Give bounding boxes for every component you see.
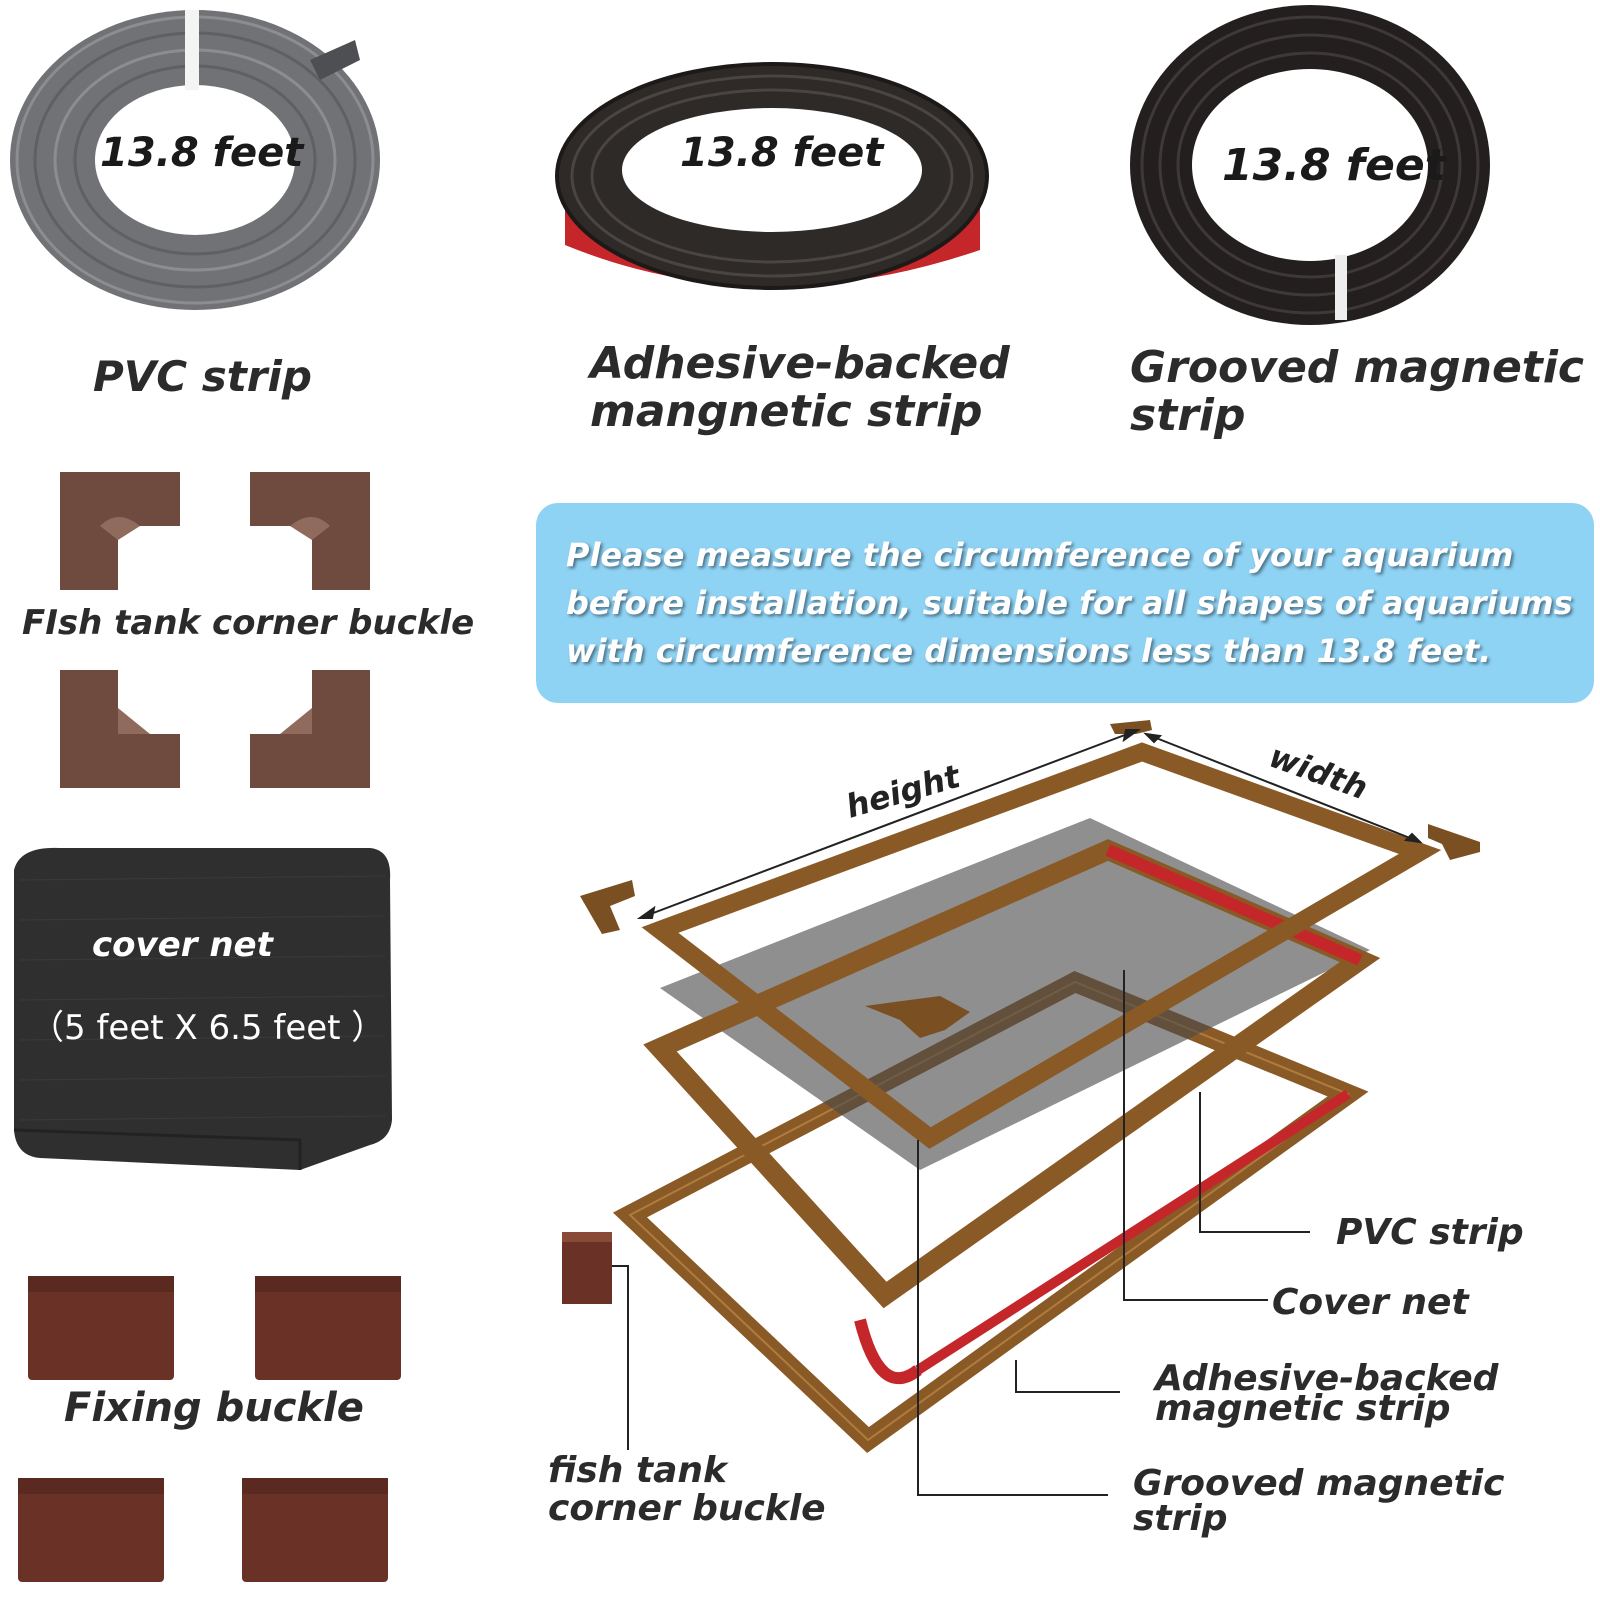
pvc-strip-label: PVC strip: [93, 352, 312, 401]
cover-net-size: （5 feet X 6.5 feet ）: [30, 1008, 386, 1048]
net-leader: [1123, 970, 1268, 1301]
fixing-buckle-label: Fixing buckle: [64, 1385, 364, 1431]
loose-corner-buckle-top: [562, 1232, 612, 1242]
fixing-buckles-illustration: [18, 1276, 401, 1582]
callout-pvc-strip: PVC strip: [1336, 1212, 1524, 1253]
fixing-buckle-3: [18, 1478, 164, 1582]
width-arrow-start: [1143, 732, 1163, 744]
diagram-corner-top: [1110, 720, 1152, 734]
cover-net-label: cover net: [92, 925, 273, 965]
fixing-buckle-2: [255, 1276, 401, 1380]
cover-net-illustration: [13, 847, 392, 1170]
corner-leader: [612, 1265, 629, 1450]
diagram-corner-buckles: [580, 720, 1480, 1038]
corner-buckle-bottom-right: [250, 670, 370, 788]
pvc-leader: [1199, 1092, 1310, 1233]
callout-corner-line1: fish tank: [548, 1450, 727, 1491]
width-dimension-line: [1145, 733, 1421, 843]
corner-buckle-label: FIsh tank corner buckle: [22, 603, 475, 643]
diagram-corner-center: [865, 996, 970, 1038]
callout-grooved-line2: strip: [1133, 1498, 1228, 1539]
adhesive-strip-frame: [643, 839, 1381, 1309]
adhesive-strip-label-line1: Adhesive-backed: [590, 338, 1010, 389]
callout-leader-lines: [612, 970, 1310, 1496]
cover-net-layer: [660, 818, 1370, 1170]
callout-adhesive-line1: Adhesive-backed: [1155, 1358, 1499, 1399]
grooved-magnetic-strip-coil: [1130, 5, 1490, 325]
adhesive-magnetic-strip-coil: [555, 62, 989, 290]
corner-buckle-bottom-left: [60, 670, 180, 788]
callout-adhesive-line2: magnetic strip: [1155, 1388, 1451, 1429]
dimension-lines: [636, 729, 1423, 919]
grooved-strip-length: 13.8 feet: [1222, 140, 1446, 191]
adhesive-strip-length: 13.8 feet: [680, 130, 884, 176]
callout-cover-net: Cover net: [1272, 1282, 1469, 1323]
height-arrow-start: [636, 905, 656, 919]
measurement-notice: Please measure the circumference of your…: [536, 503, 1594, 703]
notice-line-2: before installation, suitable for all sh…: [566, 584, 1573, 622]
corner-buckles-illustration: [60, 472, 370, 788]
diagram-corner-right: [1428, 824, 1480, 860]
grooved-leader: [917, 1140, 1108, 1496]
diagram-corner-left: [580, 880, 635, 934]
adhesive-leader: [1015, 1360, 1120, 1393]
fixing-buckle-4: [242, 1478, 388, 1582]
adhesive-strip-label-line2: mangnetic strip: [590, 386, 983, 437]
fixing-buckle-1: [28, 1276, 174, 1380]
corner-buckle-top-right: [250, 472, 370, 590]
loose-corner-buckle: [562, 1232, 612, 1304]
notice-line-1: Please measure the circumference of your…: [566, 536, 1514, 574]
notice-line-3: with circumference dimensions less than …: [566, 632, 1492, 670]
height-dimension-line: [639, 729, 1139, 919]
callout-corner-line2: corner buckle: [548, 1488, 826, 1529]
grooved-strip-label-line2: strip: [1130, 390, 1246, 441]
callout-grooved-line1: Grooved magnetic: [1133, 1463, 1505, 1504]
grooved-strip-label-line1: Grooved magnetic: [1130, 342, 1585, 393]
pvc-strip-coil: [10, 10, 380, 310]
height-arrow-end: [1122, 729, 1142, 743]
pvc-strip-length: 13.8 feet: [100, 130, 304, 176]
width-arrow-end: [1403, 832, 1423, 844]
coils-illustration: [10, 5, 1490, 325]
corner-buckle-top-left: [60, 472, 180, 590]
pvc-strip-frame: [641, 742, 1442, 1149]
installation-diagram: height width: [562, 720, 1480, 1496]
